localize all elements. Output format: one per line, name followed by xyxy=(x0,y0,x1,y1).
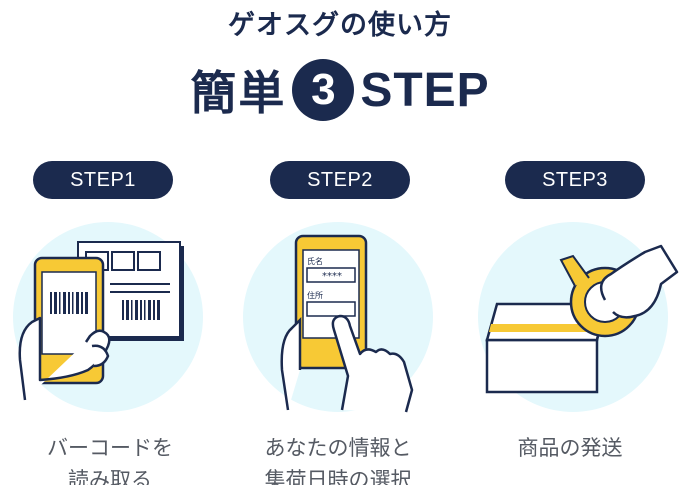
name-field-box xyxy=(306,267,356,283)
step3-caption-line1: 商品の発送 xyxy=(517,436,623,460)
pointing-hand-icon xyxy=(331,314,414,413)
name-field-label: 氏名 xyxy=(307,256,323,266)
address-field-box xyxy=(306,301,356,317)
name-field-value: **** xyxy=(322,271,342,282)
step2-caption-line1: あなたの情報と xyxy=(264,436,412,460)
scan-barcode-illustration xyxy=(13,222,203,412)
page-headline: 簡単 3 STEP xyxy=(0,55,680,125)
step1-caption-line1: バーコードを xyxy=(47,436,173,460)
enter-info-illustration: 氏名 **** 住所 xyxy=(243,222,433,413)
step1-caption: バーコードを 読み取る xyxy=(0,432,225,485)
ship-package-illustration xyxy=(478,222,679,412)
finger-icon xyxy=(91,344,110,368)
step2-caption: あなたの情報と 集荷日時の選択 xyxy=(223,432,453,485)
taping-hand-icon xyxy=(599,244,679,319)
step2-pill: STEP2 xyxy=(270,161,410,199)
step3-pill: STEP3 xyxy=(505,161,645,199)
holding-hand-icon xyxy=(280,316,302,411)
step1-pill: STEP1 xyxy=(33,161,173,199)
headline-step-word: STEP xyxy=(360,63,490,117)
step3-caption: 商品の発送 xyxy=(455,432,680,464)
page-subtitle: ゲオスグの使い方 xyxy=(228,10,452,41)
step2-caption-line2: 集荷日時の選択 xyxy=(264,468,412,485)
headline-number-badge: 3 xyxy=(292,59,355,121)
headline-kanji: 簡単 xyxy=(190,66,287,120)
step1-caption-line2: 読み取る xyxy=(68,468,152,485)
address-field-label: 住所 xyxy=(307,290,323,300)
